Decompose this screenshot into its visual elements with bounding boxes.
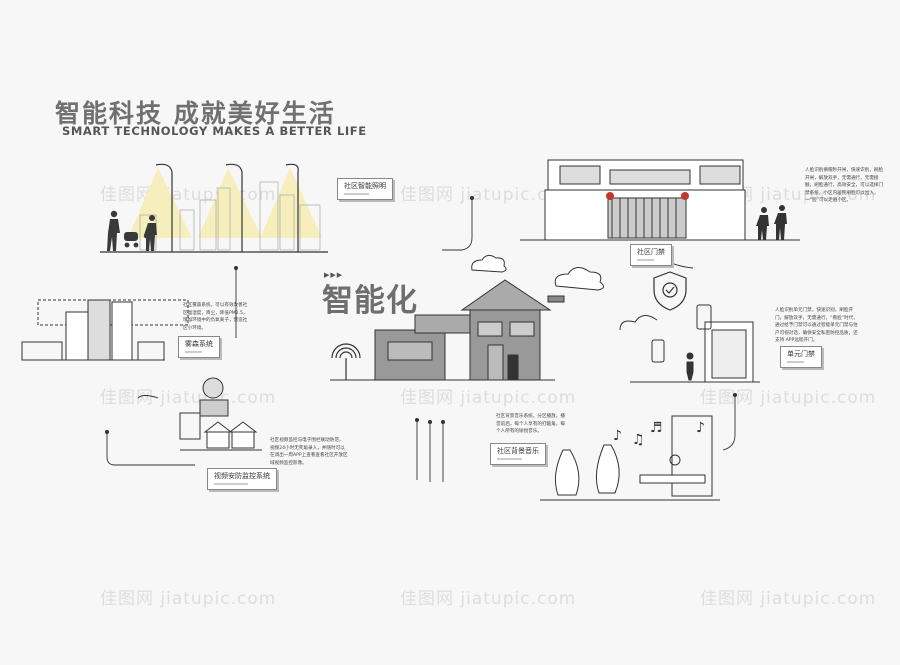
label-gate-text: 社区门禁 bbox=[637, 248, 665, 256]
label-music: 社区背景音乐 bbox=[490, 443, 546, 465]
center-title: 智能化 bbox=[322, 283, 418, 319]
walking-people-icon bbox=[756, 205, 787, 240]
label-unit-door: 单元门禁 bbox=[780, 346, 822, 368]
svg-text:♬: ♬ bbox=[650, 420, 663, 436]
svg-text:♫: ♫ bbox=[632, 432, 645, 448]
watermark: 佳图网 jiatupic.com bbox=[400, 388, 577, 408]
watermark: 佳图网 jiatupic.com bbox=[400, 185, 577, 205]
cloud-icons bbox=[471, 254, 604, 291]
cctv-description: 社区视频监控与电子围栏联动防范，视频24小时无死角录入，并随时可以在调出一周AP… bbox=[270, 438, 348, 466]
page-subtitle: SMART TECHNOLOGY MAKES A BETTER LIFE bbox=[62, 124, 367, 138]
triangle-arrows-icon: ▶▶▶ bbox=[324, 271, 344, 279]
shield-check-icon bbox=[653, 271, 687, 311]
gate-description: 人脸识别摘帽秒开闸，快速识别，刷脸开闸，解放双手，无需通行，无需接触，刷脸通行，… bbox=[805, 168, 884, 204]
mist-building bbox=[21, 299, 189, 361]
unit-door-scene bbox=[619, 304, 760, 383]
watermark: 佳图网 jiatupic.com bbox=[100, 589, 277, 609]
unit-door-description: 人脸识别单元门禁，快速识别，刷脸开门，解放双手，无需通行，“看脸”时代，通过给予… bbox=[775, 308, 858, 344]
label-lighting: 社区智能照明 bbox=[337, 178, 393, 200]
central-house bbox=[330, 279, 565, 381]
connector-dots bbox=[105, 196, 737, 434]
label-lighting-text: 社区智能照明 bbox=[344, 182, 386, 190]
label-mist-text: 雾森系统 bbox=[185, 340, 213, 348]
watermark: 佳图网 jiatupic.com bbox=[700, 388, 877, 408]
watermark: 佳图网 jiatupic.com bbox=[400, 589, 577, 609]
label-gate: 社区门禁 bbox=[630, 244, 672, 266]
watermark: 佳图网 jiatupic.com bbox=[100, 388, 277, 408]
wifi-signal-icon bbox=[331, 343, 361, 380]
label-music-text: 社区背景音乐 bbox=[497, 447, 539, 455]
label-cctv-text: 视频安防监控系统 bbox=[214, 472, 270, 480]
watermark: 佳图网 jiatupic.com bbox=[700, 589, 877, 609]
svg-text:♪: ♪ bbox=[696, 420, 705, 436]
page-title: 智能科技 成就美好生活 bbox=[55, 99, 336, 128]
connector-lines bbox=[106, 198, 736, 482]
music-description: 社区背景音乐系统，分区播放，播音前后，每个人享有的打暖角，每个人所有的愉悦音乐。 bbox=[496, 414, 565, 435]
svg-text:♪: ♪ bbox=[613, 428, 622, 444]
street-lights-scene bbox=[100, 163, 328, 253]
label-cctv: 视频安防监控系统 bbox=[207, 468, 277, 490]
music-park-scene bbox=[540, 415, 720, 501]
music-note-icon: ♪ ♫ ♬ ♪ bbox=[613, 420, 705, 448]
mist-description: 社区雾森系统，可以有效改善社区温湿度，降尘，降低PM2.5，增加环境中的负氧离子… bbox=[183, 303, 248, 331]
people-silhouettes bbox=[107, 210, 157, 251]
cctv-scene bbox=[179, 377, 262, 451]
label-unit-door-text: 单元门禁 bbox=[787, 350, 815, 358]
label-mist: 雾森系统 bbox=[178, 336, 220, 358]
gate-building bbox=[520, 159, 800, 241]
